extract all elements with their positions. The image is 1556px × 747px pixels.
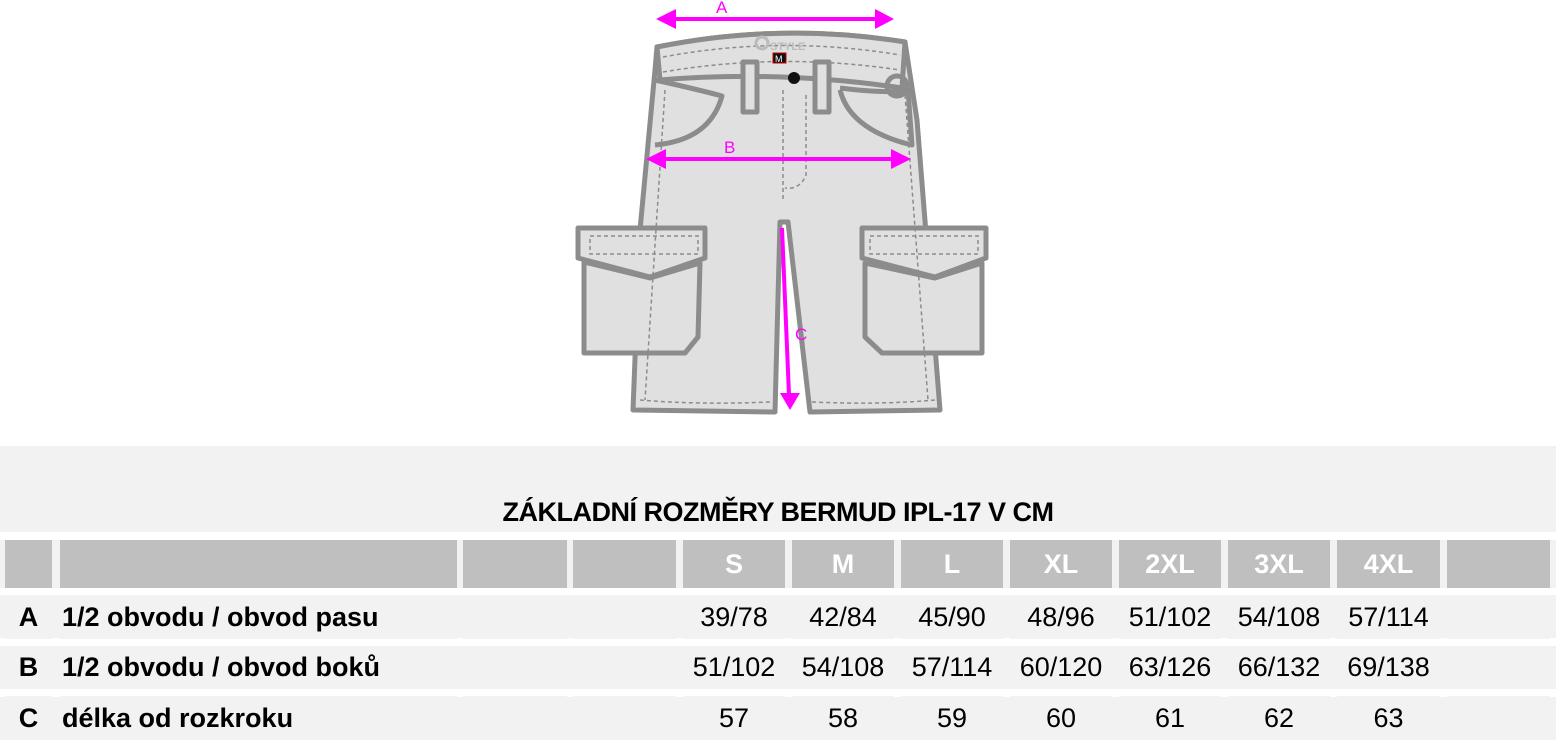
row-divider xyxy=(0,740,1556,747)
logo: STYLE M xyxy=(754,35,805,84)
size-header-4xl: 4XL xyxy=(1337,540,1440,588)
size-header-3xl: 3XL xyxy=(1228,540,1330,588)
svg-text:C: C xyxy=(795,325,807,344)
row-letter: A xyxy=(5,595,52,639)
value-cell: 57/114 xyxy=(1337,595,1440,639)
value-cell: 62 xyxy=(1228,696,1330,740)
svg-text:M: M xyxy=(775,54,783,64)
empty-cell xyxy=(463,646,567,689)
value-cell: 59 xyxy=(901,696,1003,740)
measurement-arrows: A B C xyxy=(646,0,911,410)
size-header-2xl: 2XL xyxy=(1119,540,1221,588)
value-cell: 51/102 xyxy=(1119,595,1221,639)
shorts-diagram: STYLE M A B C xyxy=(575,0,989,415)
row-letter: C xyxy=(5,696,52,740)
row-divider xyxy=(0,588,1556,595)
empty-cell xyxy=(573,646,676,689)
value-cell: 57 xyxy=(683,696,785,740)
stitching xyxy=(589,44,979,404)
value-cell: 66/132 xyxy=(1228,646,1330,689)
header-cell-empty xyxy=(5,540,52,588)
svg-text:STYLE: STYLE xyxy=(770,41,805,53)
value-cell: 51/102 xyxy=(683,646,785,689)
value-cell: 57/114 xyxy=(901,646,1003,689)
row-label: 1/2 obvodu / obvod boků xyxy=(60,646,457,689)
header-cell-empty xyxy=(573,540,676,588)
value-cell: 54/108 xyxy=(1228,595,1330,639)
empty-cell xyxy=(1447,696,1550,740)
svg-text:B: B xyxy=(724,138,735,157)
row-label: 1/2 obvodu / obvod pasu xyxy=(60,595,457,639)
value-cell: 60 xyxy=(1010,696,1112,740)
value-cell: 58 xyxy=(792,696,894,740)
row-divider xyxy=(0,638,1556,646)
header-cell-empty xyxy=(60,540,457,588)
value-cell: 48/96 xyxy=(1010,595,1112,639)
shorts-outline xyxy=(575,30,989,415)
size-header-s: S xyxy=(683,540,785,588)
value-cell: 42/84 xyxy=(792,595,894,639)
value-cell: 45/90 xyxy=(901,595,1003,639)
value-cell: 61 xyxy=(1119,696,1221,740)
empty-cell xyxy=(463,595,567,639)
header-cell-empty xyxy=(1447,540,1550,588)
value-cell: 54/108 xyxy=(792,646,894,689)
value-cell: 60/120 xyxy=(1010,646,1112,689)
svg-text:A: A xyxy=(716,0,728,17)
size-header-m: M xyxy=(792,540,894,588)
empty-cell xyxy=(573,595,676,639)
value-cell: 63/126 xyxy=(1119,646,1221,689)
value-cell: 63 xyxy=(1337,696,1440,740)
size-header-xl: XL xyxy=(1010,540,1112,588)
header-cell-empty xyxy=(463,540,567,588)
row-label: délka od rozkroku xyxy=(60,696,457,740)
row-letter: B xyxy=(5,646,52,689)
empty-cell xyxy=(1447,595,1550,639)
row-divider xyxy=(0,689,1556,697)
empty-cell xyxy=(573,696,676,740)
empty-cell xyxy=(1447,646,1550,689)
value-cell: 39/78 xyxy=(683,595,785,639)
table-title: ZÁKLADNÍ ROZMĚRY BERMUD IPL-17 V CM xyxy=(502,497,1054,527)
value-cell: 69/138 xyxy=(1337,646,1440,689)
empty-cell xyxy=(463,696,567,740)
row-divider xyxy=(0,532,1556,540)
size-header-l: L xyxy=(901,540,1003,588)
